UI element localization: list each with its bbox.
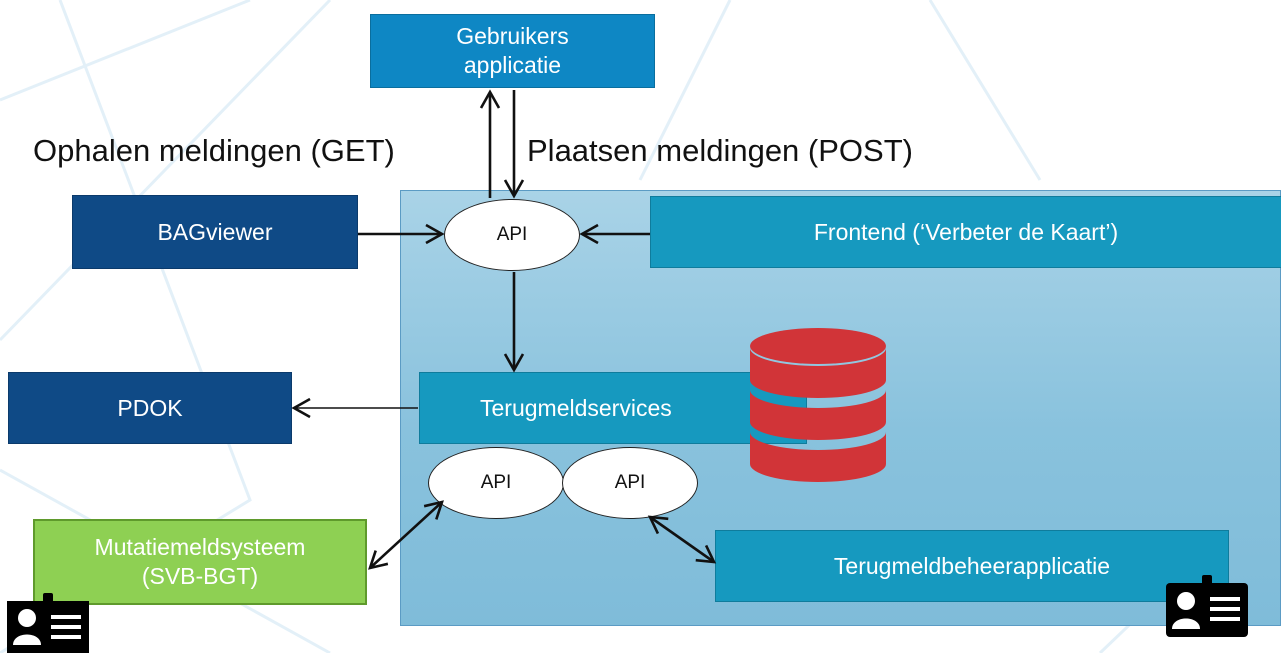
mutatie-line1: Mutatiemeldsysteem <box>94 534 306 561</box>
frontend-box: Frontend (‘Verbeter de Kaart’) <box>650 196 1281 268</box>
pdok-box: PDOK <box>8 372 292 444</box>
bagviewer-label: BAGviewer <box>157 218 273 245</box>
api-ellipse-left: API <box>428 447 564 519</box>
api-right-label: API <box>614 472 646 493</box>
person-card-icon <box>7 593 89 653</box>
gebruikers-line1: Gebruikers <box>456 23 569 50</box>
person-card-icon <box>1166 575 1248 637</box>
terugmeldservices-box: Terugmeldservices <box>419 372 807 444</box>
bagviewer-box: BAGviewer <box>72 195 358 269</box>
gebruikers-applicatie-box: Gebruikers applicatie <box>370 14 655 88</box>
terugmeldbeheer-box: Terugmeldbeheerapplicatie <box>715 530 1229 602</box>
api-top-label: API <box>496 224 528 245</box>
api-left-label: API <box>480 472 512 493</box>
gebruikers-line2: applicatie <box>463 52 562 78</box>
frontend-label: Frontend (‘Verbeter de Kaart’) <box>813 218 1119 245</box>
mutatie-line2: (SVB-BGT) <box>141 563 259 589</box>
terugmeldservices-label: Terugmeldservices <box>480 394 672 421</box>
pdok-label: PDOK <box>117 394 183 421</box>
api-ellipse-right: API <box>562 447 698 519</box>
database-icon <box>750 328 886 482</box>
api-ellipse-top: API <box>444 199 580 271</box>
mutatiemeldsysteem-box: Mutatiemeldsysteem (SVB-BGT) <box>33 519 367 605</box>
get-label: Ophalen meldingen (GET) <box>33 133 395 168</box>
post-label: Plaatsen meldingen (POST) <box>527 133 913 168</box>
terugmeldbeheer-label: Terugmeldbeheerapplicatie <box>833 552 1111 579</box>
